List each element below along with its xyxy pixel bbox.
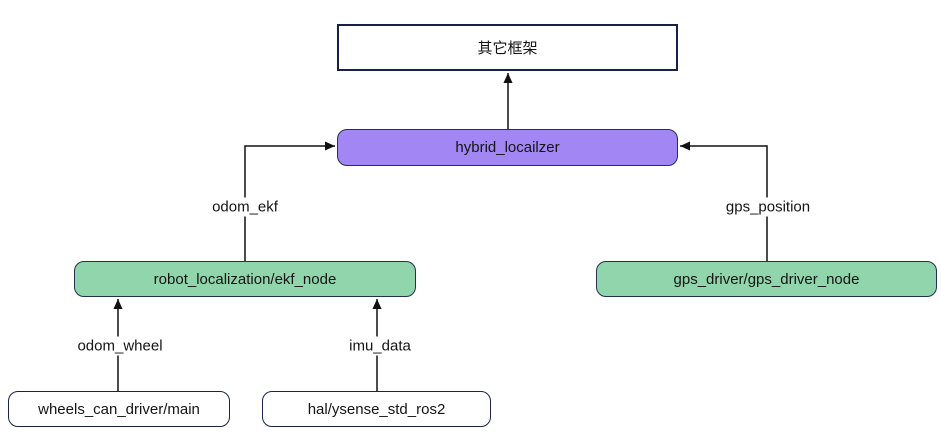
- edge-label-imu-data: imu_data: [345, 336, 415, 356]
- edge-gps-to-hybrid: [680, 141, 768, 261]
- edge-label-odom-wheel: odom_wheel: [73, 336, 167, 356]
- node-wheels-can-driver: wheels_can_driver/main: [8, 391, 230, 427]
- node-hal-ysense: hal/ysense_std_ros2: [262, 391, 491, 427]
- node-other-framework: 其它框架: [337, 24, 678, 71]
- node-hybrid-localizer: hybrid_locailzer: [337, 129, 678, 166]
- edge-label-gps-position: gps_position: [721, 197, 815, 217]
- edge-ekf-to-hybrid: [244, 141, 335, 261]
- node-robot-localization-ekf: robot_localization/ekf_node: [74, 261, 416, 297]
- edge-label-odom-ekf: odom_ekf: [208, 197, 282, 217]
- node-gps-driver: gps_driver/gps_driver_node: [596, 261, 937, 297]
